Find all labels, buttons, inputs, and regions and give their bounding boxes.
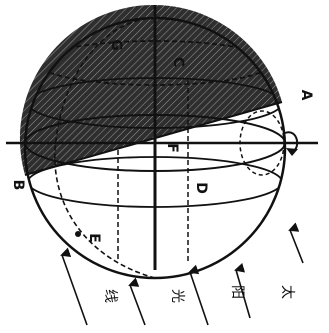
sunlight-arrows (60, 222, 304, 326)
sunlight-char-3: 光 (169, 289, 185, 303)
point-e-marker (75, 231, 81, 237)
label-point-b: B (10, 180, 26, 191)
label-point-f: F (164, 143, 180, 153)
label-point-a: A (298, 90, 314, 101)
sunlight-char-2: 阳 (229, 285, 245, 299)
night-hemisphere (19, 4, 282, 175)
rotation-arrow-icon (284, 131, 299, 156)
label-point-c: C (170, 57, 186, 67)
label-point-e: E (86, 233, 102, 243)
label-point-d: D (193, 182, 209, 194)
label-point-g: G (108, 39, 124, 51)
sunlight-char-1: 太 (279, 285, 295, 299)
sunlight-char-4: 线 (102, 289, 118, 303)
meridian-curve-left (54, 18, 156, 278)
